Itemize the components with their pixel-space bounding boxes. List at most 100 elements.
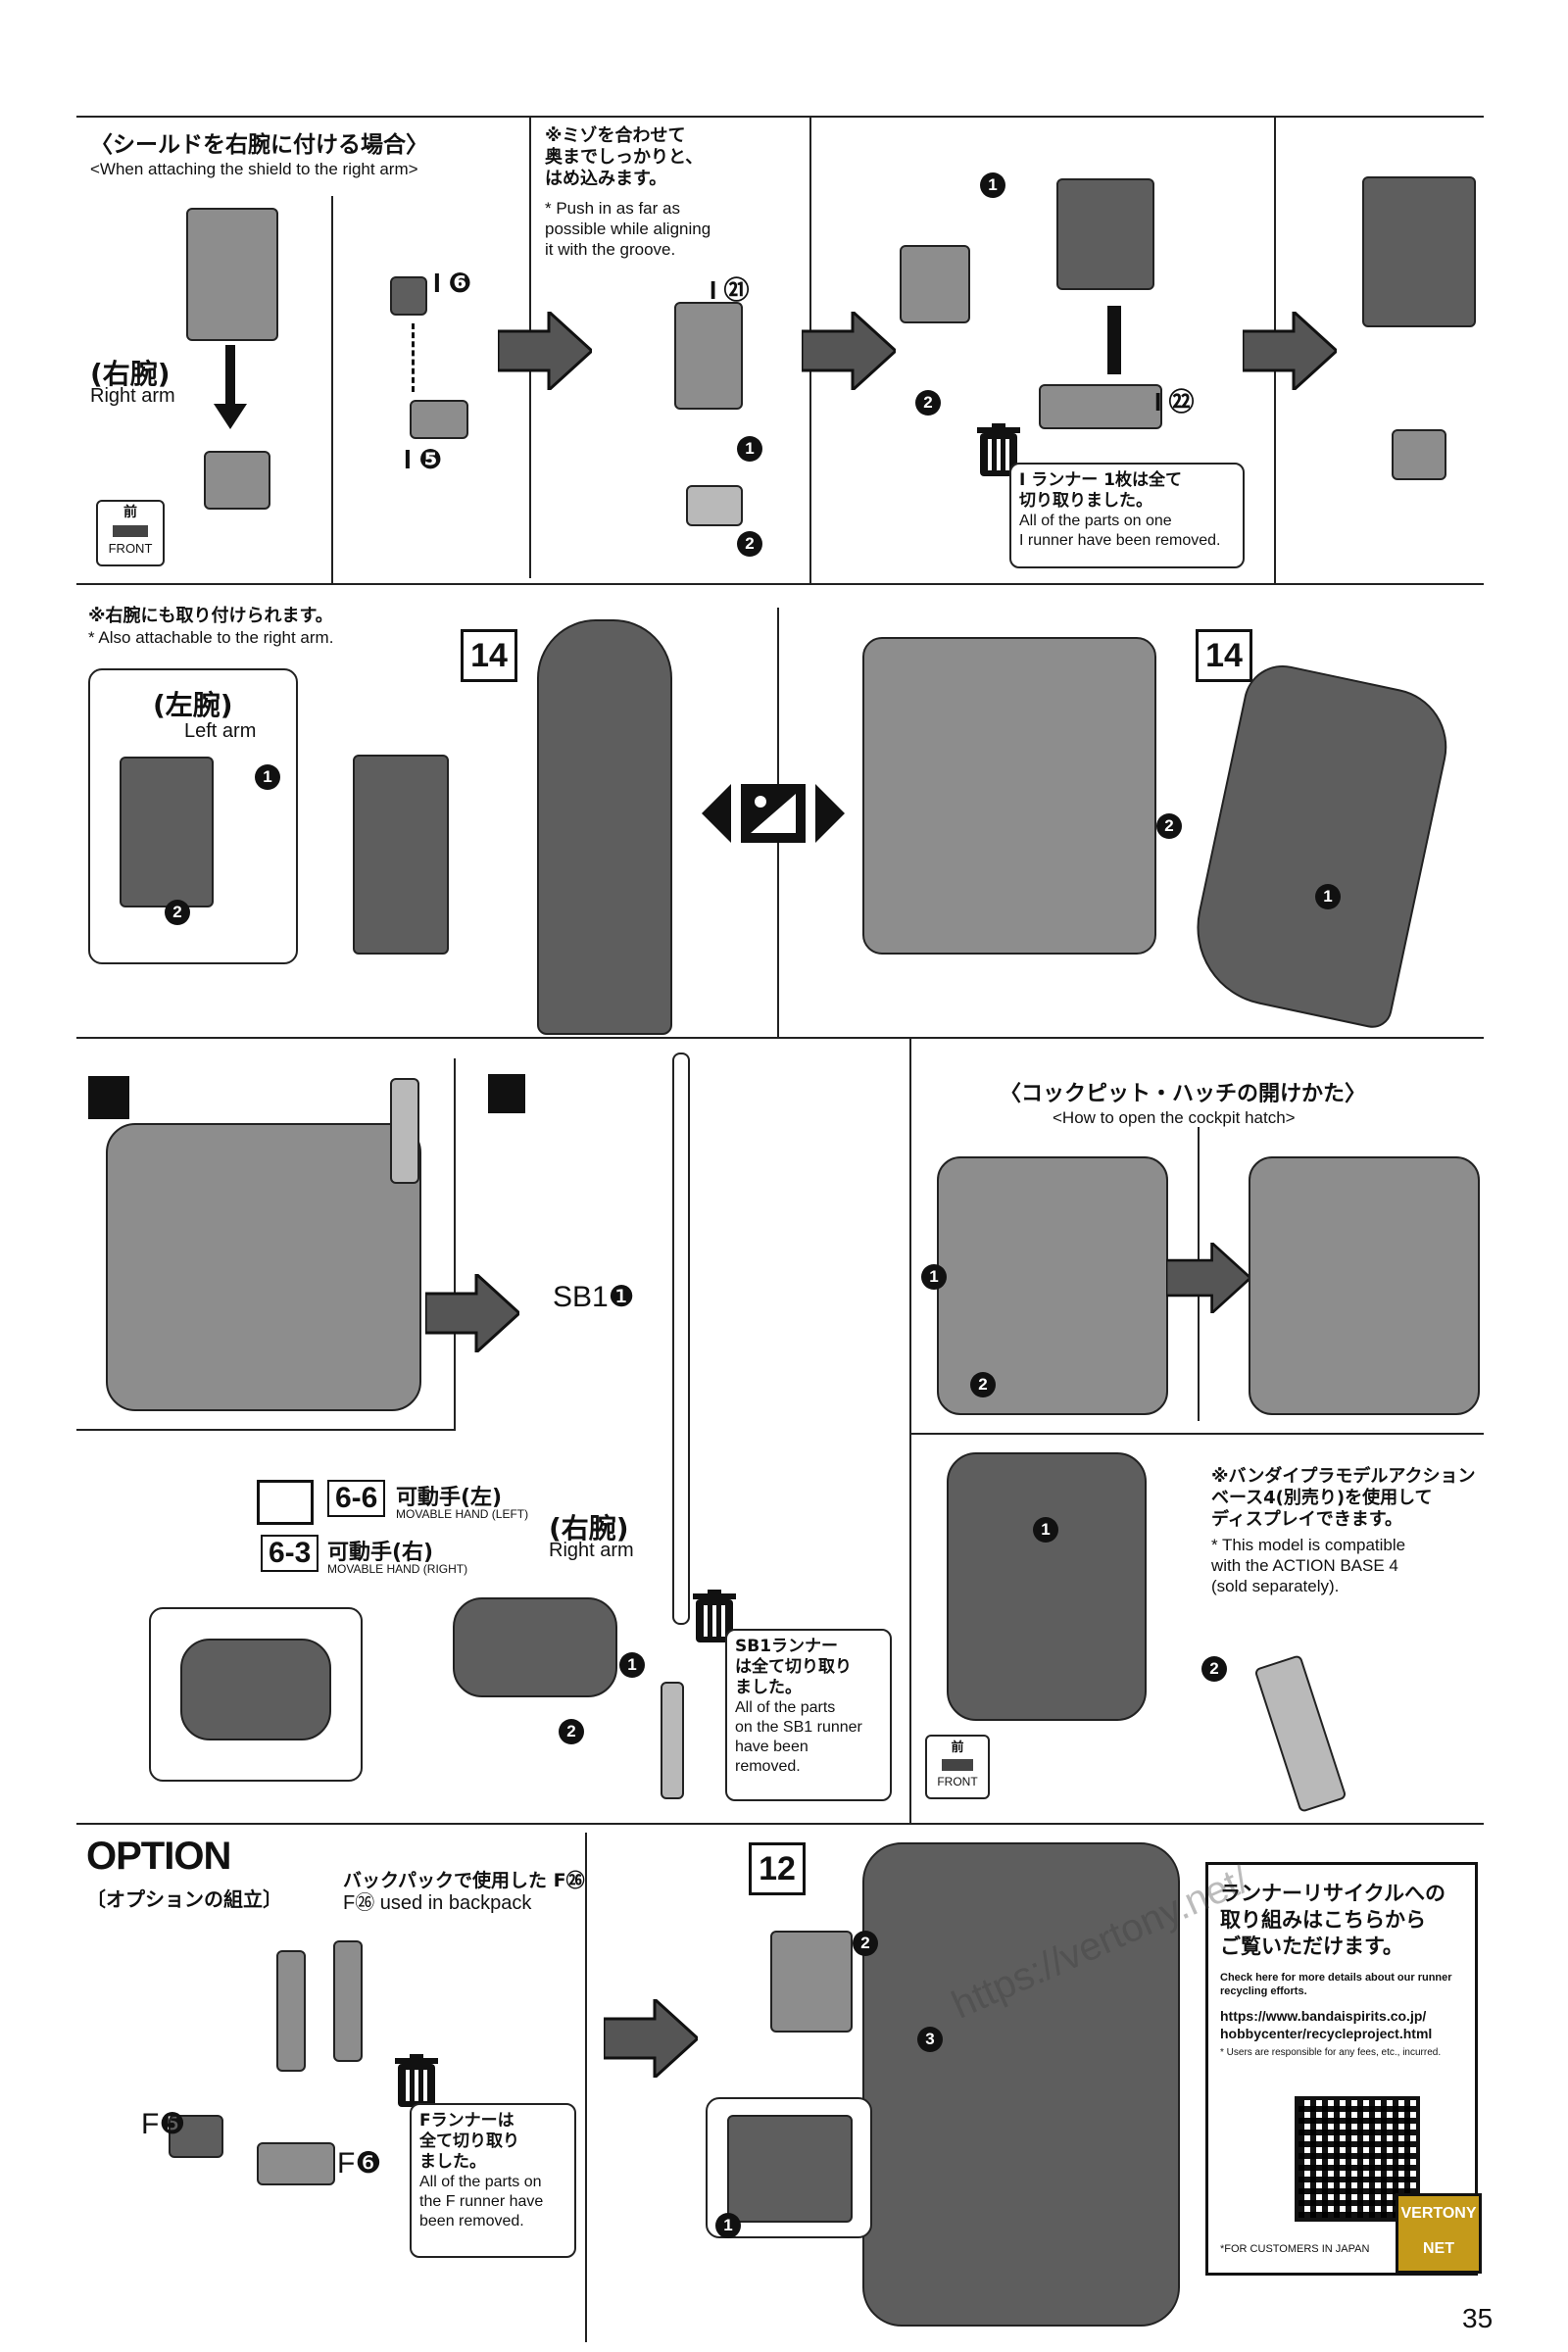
step-12-box: 12 xyxy=(749,1842,806,1895)
arrow-right-icon xyxy=(425,1274,519,1352)
f-runner-note-en: All of the parts on the F runner have be… xyxy=(419,2174,544,2230)
recycle-detail: Check here for more details about our ru… xyxy=(1220,1972,1452,1997)
step-2-badge: 2 xyxy=(853,1931,878,1956)
step-2-badge: 2 xyxy=(737,531,762,557)
part-f6-label: F❻ xyxy=(337,2147,382,2180)
step-1-badge: 1 xyxy=(715,2213,741,2238)
left-arm-detail-panel: (左腕) Left arm 1 2 xyxy=(88,668,298,964)
backpack-rear-illustration xyxy=(862,1842,1180,2327)
shield-mount-illustration xyxy=(900,245,970,323)
grid-line xyxy=(909,1433,1484,1435)
hand-left-jp: 可動手(左) xyxy=(396,1486,503,1510)
grid-line xyxy=(909,1039,911,1823)
option-assembled-part-illustration xyxy=(770,1931,853,2033)
down-arrow-icon xyxy=(225,345,235,414)
front-icon: 前 FRONT xyxy=(96,500,165,566)
step-1-badge: 1 xyxy=(737,436,762,462)
hand-grip-illustration xyxy=(180,1639,331,1740)
sb1-label: SB1❶ xyxy=(553,1281,635,1313)
front-icon-en: FRONT xyxy=(937,1775,978,1788)
part-21-label: I ㉑ xyxy=(710,275,750,305)
part-22-label: I ㉒ xyxy=(1154,387,1195,416)
left-arm-label-jp: (左腕) xyxy=(153,689,233,721)
front-icon-jp: 前 xyxy=(123,505,137,520)
sb1-runner-note-en: All of the parts on the SB1 runner have … xyxy=(735,1699,862,1775)
left-arm-illustration xyxy=(120,757,214,907)
beam-handle-illustration xyxy=(661,1682,684,1799)
step-1-badge: 1 xyxy=(619,1652,645,1678)
arrow-right-icon xyxy=(1243,312,1337,390)
sb1-runner-note-box: SB1ランナー は全て切り取り ました。 All of the parts on… xyxy=(725,1629,892,1801)
front-arrow-icon xyxy=(942,1759,973,1771)
runner-note-box: I ランナー 1枚は全て 切り取りました。 All of the parts o… xyxy=(1009,463,1245,568)
part-f5-illustration xyxy=(169,2115,223,2158)
beam-rod-illustration xyxy=(390,1078,419,1184)
left-arm-note-en: * Also attachable to the right arm. xyxy=(88,628,334,647)
part-21-sub-illustration xyxy=(686,485,743,526)
hand-left-code: 6-6 xyxy=(327,1480,386,1517)
swap-icon xyxy=(702,784,845,843)
step-1-badge: 1 xyxy=(980,172,1005,198)
step-2-badge: 2 xyxy=(165,900,190,925)
recycle-customers: *FOR CUSTOMERS IN JAPAN xyxy=(1220,2243,1370,2255)
step-14-box: 14 xyxy=(1196,629,1252,682)
hand-swap-icon xyxy=(257,1480,314,1525)
qr-code-icon[interactable] xyxy=(1295,2096,1420,2222)
runner-note-jp: I ランナー 1枚は全て 切り取りました。 xyxy=(1019,470,1182,511)
beam-right-arm-jp: (右腕) xyxy=(549,1512,629,1544)
step-1-badge: 1 xyxy=(921,1264,947,1290)
assembled-arm-illustration xyxy=(1362,176,1476,327)
recycle-url-1[interactable]: https://www.bandaispirits.co.jp/ xyxy=(1220,2008,1427,2024)
grid-line xyxy=(76,1037,1484,1039)
front-icon-jp: 前 xyxy=(951,1740,964,1755)
step-2-badge: 2 xyxy=(559,1719,584,1744)
part-21-illustration xyxy=(674,302,743,410)
backpack-note-jp: バックパックで使用した F㉖ xyxy=(343,1870,585,1891)
cockpit-title-en: <How to open the cockpit hatch> xyxy=(1053,1108,1296,1127)
shield-section-title: 〈シールドを右腕に付ける場合〉 xyxy=(90,132,428,158)
part-f5-label: F❺ xyxy=(141,2108,186,2140)
arrow-right-icon xyxy=(1166,1243,1250,1313)
cockpit-open-illustration xyxy=(1249,1156,1480,1415)
separate-icon xyxy=(488,1074,525,1113)
shield-section-subtitle: <When attaching the shield to the right … xyxy=(90,160,418,178)
f-runner-note-jp: Fランナーは 全て切り取り ました。 xyxy=(419,2111,519,2172)
step-2-badge: 2 xyxy=(1201,1656,1227,1682)
front-icon-en: FRONT xyxy=(108,541,153,556)
grid-line xyxy=(331,196,333,583)
sb1-runner-note-jp: SB1ランナー は全て切り取り ました。 xyxy=(735,1637,852,1697)
action-base-note-jp: ※バンダイプラモデルアクション ベース4(別売り)を使用して ディスプレイできま… xyxy=(1211,1466,1476,1530)
arrow-right-icon xyxy=(802,312,896,390)
right-arm-label-en: Right arm xyxy=(90,385,175,407)
grid-line xyxy=(454,1058,456,1431)
part-f26-right-illustration xyxy=(333,1940,363,2062)
option-title: OPTION xyxy=(86,1835,231,1878)
upper-arm-illustration xyxy=(1056,178,1154,290)
action-base-robot-illustration xyxy=(947,1452,1147,1721)
part-f6-illustration xyxy=(257,2142,335,2185)
recycle-title: ランナーリサイクルへの 取り組みはこちらから ご覧いただけます。 xyxy=(1220,1882,1446,1958)
groove-note-en: * Push in as far as possible while align… xyxy=(545,199,711,259)
page-number: 35 xyxy=(1462,2303,1494,2333)
step-1-badge: 1 xyxy=(255,764,280,790)
right-arm-illustration xyxy=(204,451,270,510)
down-arrow-head-icon xyxy=(214,404,247,429)
hand-right-code: 6-3 xyxy=(261,1535,319,1572)
cockpit-closed-illustration xyxy=(937,1156,1168,1415)
robot-body-illustration xyxy=(106,1123,421,1411)
hand-left-en: MOVABLE HAND (LEFT) xyxy=(396,1507,529,1521)
arrow-right-icon xyxy=(498,312,592,390)
grid-line xyxy=(76,1429,456,1431)
front-icon: 前 FRONT xyxy=(925,1735,990,1799)
watermark-logo: VERTONY NET xyxy=(1396,2193,1482,2274)
step-1-badge: 1 xyxy=(1315,884,1341,909)
recycle-url-2[interactable]: hobbycenter/recycleproject.html xyxy=(1220,2026,1433,2041)
recycle-info-box: ランナーリサイクルへの 取り組みはこちらから ご覧いただけます。 Check h… xyxy=(1205,1862,1478,2276)
part-5-illustration xyxy=(410,400,468,439)
option-detail-illustration xyxy=(727,2115,853,2223)
part-22-illustration xyxy=(1039,384,1162,429)
hand-right-jp: 可動手(右) xyxy=(327,1541,434,1565)
grid-line xyxy=(76,116,1484,118)
hand-right-en: MOVABLE HAND (RIGHT) xyxy=(327,1562,468,1576)
step-1-badge: 1 xyxy=(1033,1517,1058,1543)
